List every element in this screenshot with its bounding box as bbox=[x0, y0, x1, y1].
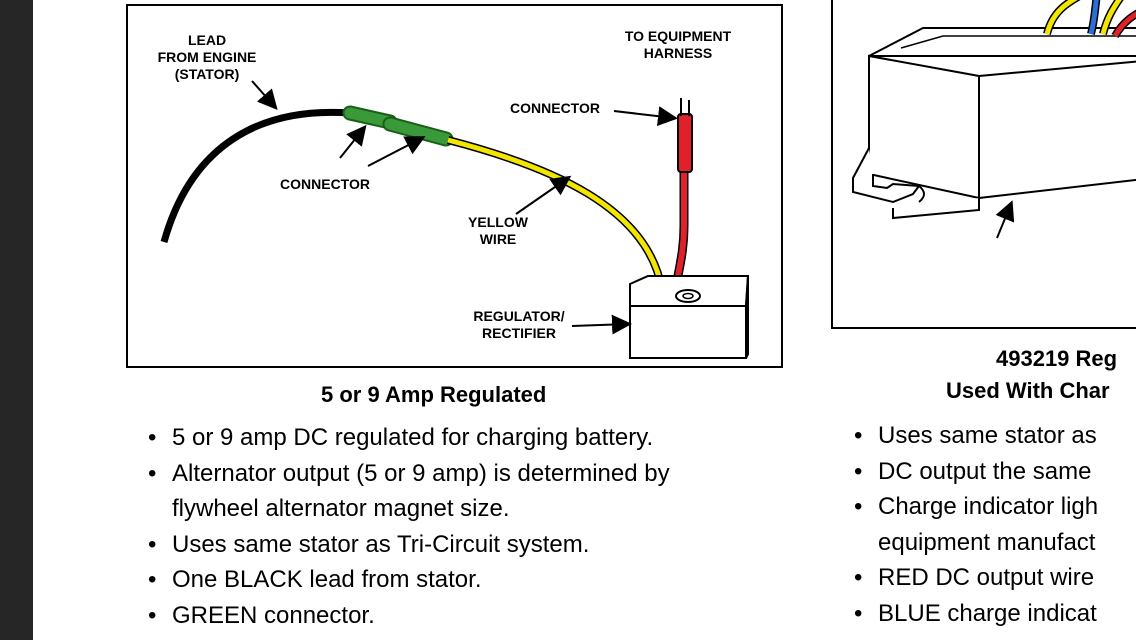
list-item: •GREEN connector. bbox=[148, 601, 375, 629]
label-regulator-rectifier: REGULATOR/ RECTIFIER bbox=[473, 308, 565, 341]
list-item: •Uses same stator as Tri-Circuit system. bbox=[148, 530, 590, 558]
label-yellow-wire: YELLOW WIRE bbox=[468, 214, 528, 247]
right-caption-line2: Used With Char bbox=[946, 378, 1110, 403]
list-item: •One BLACK lead from stator. bbox=[148, 566, 482, 593]
right-bullet-list: •Uses same stator as •DC output the same… bbox=[854, 418, 1136, 631]
regulator-body bbox=[629, 305, 747, 359]
leader-connector-bottom-b bbox=[367, 136, 426, 167]
black-stator-lead bbox=[160, 108, 351, 243]
red-wire-right bbox=[1112, 11, 1136, 38]
leader-connector-bottom-a bbox=[339, 124, 367, 159]
label-connector-top: CONNECTOR bbox=[510, 100, 600, 116]
mounting-tab-left bbox=[852, 147, 921, 204]
list-item: •Charge indicator ligh equipment manufac… bbox=[854, 493, 1099, 556]
green-connector-left bbox=[344, 107, 396, 128]
regulated-charging-diagram: LEAD FROM ENGINE (STATOR) TO EQUIPMENT H… bbox=[126, 4, 783, 368]
red-connector bbox=[677, 113, 693, 173]
right-caption-line1: 493219 Reg bbox=[996, 346, 1118, 371]
left-figure-caption: 5 or 9 Amp Regulated bbox=[321, 382, 547, 407]
yellow-wire-right bbox=[1044, 0, 1078, 35]
left-bullet-list: •5 or 9 amp DC regulated for charging ba… bbox=[148, 420, 670, 633]
leader-connector-top bbox=[613, 106, 678, 127]
list-item: •BLUE charge indicat bbox=[854, 599, 1097, 627]
leader-yellow-wire bbox=[515, 175, 572, 215]
blue-wire-right bbox=[1088, 0, 1099, 35]
yellow-wire bbox=[447, 137, 665, 291]
label-lead-from-engine: LEAD FROM ENGINE (STATOR) bbox=[157, 32, 257, 82]
list-item: •5 or 9 amp DC regulated for charging ba… bbox=[148, 424, 654, 451]
list-item: •RED DC output wire bbox=[854, 564, 1095, 591]
regulator-charge-indicator-diagram bbox=[831, 0, 1136, 329]
leader-regulator bbox=[571, 314, 632, 335]
dark-side-strip bbox=[0, 0, 33, 640]
list-item: •Uses same stator as bbox=[854, 422, 1097, 449]
leader-lead bbox=[251, 80, 278, 110]
label-to-equipment-harness: TO EQUIPMENT HARNESS bbox=[624, 28, 732, 61]
regulator-illustration bbox=[852, 0, 1136, 239]
list-item: •DC output the same bbox=[854, 457, 1092, 485]
green-connector-right bbox=[384, 118, 452, 145]
mounting-tab-front bbox=[892, 198, 980, 220]
regulator-side-face bbox=[868, 54, 980, 200]
wiring-illustration bbox=[160, 80, 750, 359]
label-connector-bottom: CONNECTOR bbox=[280, 176, 370, 192]
red-connector-tip bbox=[680, 98, 690, 116]
list-item: •Alternator output (5 or 9 amp) is deter… bbox=[148, 459, 670, 523]
